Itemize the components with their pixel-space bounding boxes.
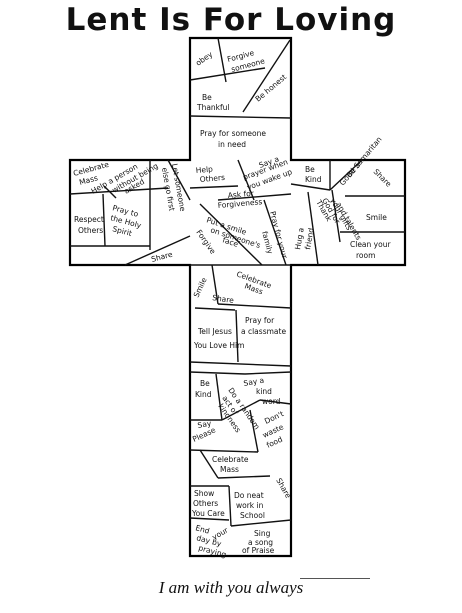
center-lines	[189, 159, 292, 266]
phrase-hug-friend-2: friend	[303, 227, 316, 250]
phrase-sing-song-2: a song	[248, 538, 273, 547]
phrase-show-others-2: Others	[193, 499, 218, 508]
phrase-say-kind-word-3: word	[262, 397, 281, 406]
cross-outline	[68, 36, 407, 558]
phrase-do-neat-2: work in	[236, 501, 264, 510]
phrase-clean-room-2: room	[356, 251, 375, 260]
phrase-do-neat-1: Do neat	[234, 491, 264, 500]
phrase-help-others-2: Others	[199, 173, 225, 184]
top-arm-lines	[189, 37, 292, 119]
page-title: Lent Is For Loving	[65, 2, 397, 38]
phrase-end-day-1: End	[194, 523, 210, 535]
phrase-pray-classmate-2: a classmate	[241, 327, 286, 336]
phrase-be-kind-right-1: Be	[305, 165, 315, 174]
phrase-be-thankful-2: Thankful	[196, 103, 230, 112]
footer-caption: I am with you always	[158, 578, 304, 597]
phrase-be-kind-low-1: Be	[200, 379, 210, 388]
phrase-be-thankful-1: Be	[202, 93, 212, 102]
phrase-ask-forgiveness-2: Forgiveness	[217, 197, 262, 210]
phrase-show-others-1: Show	[194, 489, 214, 498]
phrase-sing-song-3: of Praise	[242, 546, 275, 555]
phrase-ask-forgiveness-1: Ask for	[227, 189, 255, 200]
phrase-celebrate-mass-low-2: Mass	[220, 465, 239, 474]
phrase-smile-right: Smile	[366, 213, 387, 222]
phrase-show-others-3: You Care	[191, 509, 225, 518]
trunk-lower-lines	[189, 371, 292, 527]
phrase-respect-others-2: Others	[78, 226, 103, 235]
phrase-tell-jesus-1: Tell Jesus	[197, 327, 232, 336]
phrase-hug-friend-1: Hug a	[293, 227, 306, 250]
phrase-help-others-1: Help	[195, 165, 213, 175]
phrase-be-kind-right-2: Kind	[305, 175, 322, 184]
trunk-upper-lines	[189, 264, 292, 367]
phrase-say-kind-word-2: kind	[256, 387, 272, 396]
phrase-respect-others-1: Respect	[74, 215, 104, 224]
phrase-sing-song-1: Sing	[254, 529, 271, 538]
phrase-say-please-1: Say	[197, 419, 213, 430]
phrase-celebrate-mass-low-1: Celebrate	[212, 455, 249, 464]
phrase-pray-for-someone-1: Pray for someone	[200, 129, 266, 138]
phrase-pray-for-someone-2: in need	[218, 140, 246, 149]
phrase-pray-classmate-1: Pray for	[245, 316, 275, 325]
phrase-tell-jesus-2: You Love Him	[193, 341, 244, 350]
right-arm-lines	[290, 159, 405, 266]
phrase-be-kind-low-2: Kind	[195, 390, 212, 399]
footer-underline	[300, 578, 370, 579]
phrase-share-mid: Share	[212, 293, 235, 305]
phrase-clean-room-1: Clean your	[350, 240, 391, 249]
phrase-say-kind-word-1: Say a	[243, 375, 265, 387]
phrase-do-neat-3: School	[240, 511, 265, 520]
left-arm-lines	[69, 159, 191, 266]
